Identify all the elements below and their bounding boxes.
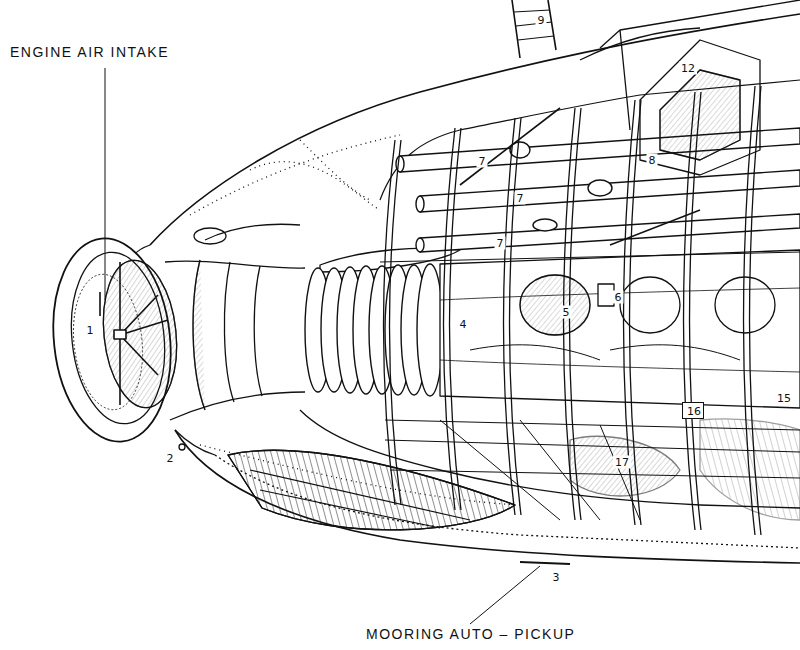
callout-number: 1 — [85, 324, 96, 337]
part-name: MOORING AUTO – PICKUP — [364, 626, 577, 642]
callout-number: 4 — [458, 318, 469, 331]
callout-number: 3 — [551, 571, 562, 584]
callout-number: 6 — [613, 291, 624, 304]
callout-box: 16 — [682, 402, 704, 419]
callout-number: 9 — [536, 14, 547, 27]
callout-number: 7 — [495, 237, 506, 250]
callout-number: 7 — [515, 192, 526, 205]
callout-number: 8 — [647, 154, 658, 167]
callout-number: 2 — [165, 452, 176, 465]
callout-number: 7 — [477, 155, 488, 168]
part-name: ENGINE AIR INTAKE — [8, 44, 171, 60]
callout-number: 12 — [679, 62, 697, 75]
callout-number: 17 — [613, 456, 631, 469]
callout-number: 15 — [775, 392, 793, 405]
callout-number: 5 — [561, 306, 572, 319]
callout-number: 16 — [687, 406, 699, 417]
